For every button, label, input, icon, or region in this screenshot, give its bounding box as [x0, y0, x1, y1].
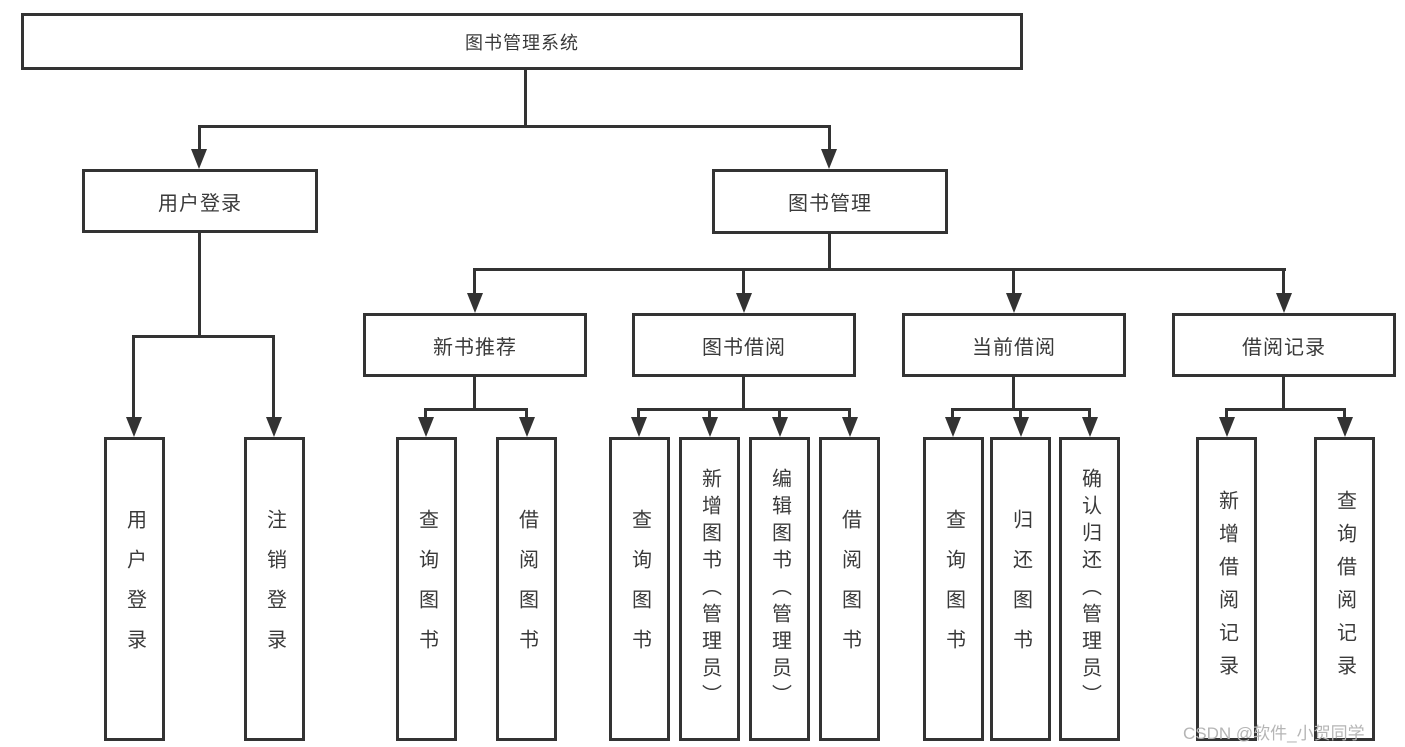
- leaf-label: 新增图书（管理员）: [698, 467, 721, 711]
- arrowhead-to-current-borrow: [1006, 293, 1022, 313]
- node-label: 图书借阅: [702, 336, 786, 359]
- node-book-management: 图书管理: [712, 169, 948, 234]
- arrowhead-to-bookborrow-borrow: [842, 417, 858, 437]
- arrowhead-to-current-return: [1013, 417, 1029, 437]
- leaf-label: 确认归还（管理员）: [1078, 467, 1101, 711]
- connector-currentborrow-drop-1: [951, 408, 954, 422]
- connector-root-drop-right: [828, 125, 831, 154]
- connector-records-drop-2: [1343, 408, 1346, 422]
- arrowhead-to-records-add: [1219, 417, 1235, 437]
- csdn-watermark: CSDN @软件_小贺同学: [1183, 724, 1365, 743]
- leaf-records-query-record: 查询借阅记录: [1314, 437, 1375, 741]
- node-label: 图书管理: [788, 193, 872, 215]
- leaf-label: 用户登录: [123, 509, 146, 669]
- leaf-bookborrow-query-books: 查询图书: [609, 437, 670, 741]
- leaf-label: 查询图书: [942, 509, 965, 669]
- leaf-user-login: 用户登录: [104, 437, 165, 741]
- connector-bookmgmt-hline: [473, 268, 1286, 271]
- connector-bookborrow-drop-4: [848, 408, 851, 422]
- leaf-label: 查询借阅记录: [1333, 490, 1356, 688]
- arrowhead-to-book-borrow: [736, 293, 752, 313]
- connector-newbooks-hline: [424, 408, 528, 411]
- leaf-records-add-record: 新增借阅记录: [1196, 437, 1257, 741]
- connector-newbooks-stem: [473, 377, 476, 408]
- leaf-label: 注销登录: [263, 509, 286, 669]
- connector-records-drop-1: [1225, 408, 1228, 422]
- arrowhead-to-bookborrow-edit: [772, 417, 788, 437]
- connector-root-stem: [524, 70, 527, 126]
- node-root-library-system: 图书管理系统: [21, 13, 1023, 70]
- node-current-borrow: 当前借阅: [902, 313, 1126, 377]
- connector-bookborrow-hline: [637, 408, 851, 411]
- leaf-label: 编辑图书（管理员）: [768, 467, 791, 711]
- connector-bookborrow-drop-2: [708, 408, 711, 422]
- arrowhead-to-borrow-records: [1276, 293, 1292, 313]
- leaf-logout: 注销登录: [244, 437, 305, 741]
- leaf-bookborrow-edit-books-admin: 编辑图书（管理员）: [749, 437, 810, 741]
- connector-root-drop-left: [198, 125, 201, 154]
- leaf-label: 查询图书: [628, 509, 651, 669]
- arrowhead-to-leaf-user-login: [126, 417, 142, 437]
- node-label: 用户登录: [158, 192, 242, 215]
- connector-newbooks-drop-2: [525, 408, 528, 422]
- connector-bookmgmt-drop-1: [473, 268, 476, 296]
- connector-bookborrow-stem: [742, 377, 745, 408]
- leaf-bookborrow-add-books-admin: 新增图书（管理员）: [679, 437, 740, 741]
- connector-bookmgmt-drop-3: [1012, 268, 1015, 296]
- connector-userlogin-hline: [132, 335, 275, 338]
- connector-userlogin-drop-right: [272, 335, 275, 421]
- node-label: 图书管理系统: [465, 32, 579, 53]
- arrowhead-to-new-book-recommend: [467, 293, 483, 313]
- arrowhead-to-user-login: [191, 149, 207, 169]
- leaf-label: 新增借阅记录: [1215, 490, 1238, 688]
- connector-currentborrow-drop-2: [1019, 408, 1022, 422]
- connector-bookmgmt-stem: [828, 234, 831, 268]
- node-label: 借阅记录: [1242, 336, 1326, 359]
- leaf-label: 借阅图书: [838, 509, 861, 669]
- leaf-current-confirm-return-admin: 确认归还（管理员）: [1059, 437, 1120, 741]
- leaf-label: 查询图书: [415, 509, 438, 669]
- arrowhead-to-records-query: [1337, 417, 1353, 437]
- node-borrow-records: 借阅记录: [1172, 313, 1396, 377]
- connector-bookmgmt-drop-4: [1282, 268, 1285, 296]
- connector-currentborrow-stem: [1012, 377, 1015, 408]
- arrowhead-to-bookborrow-query: [631, 417, 647, 437]
- connector-bookmgmt-drop-2: [742, 268, 745, 296]
- connector-records-hline: [1225, 408, 1346, 411]
- arrowhead-to-leaf-logout: [266, 417, 282, 437]
- leaf-label: 归还图书: [1009, 509, 1032, 669]
- connector-bookborrow-drop-3: [778, 408, 781, 422]
- arrowhead-to-newbooks-borrow: [519, 417, 535, 437]
- connector-newbooks-drop-1: [424, 408, 427, 422]
- connector-root-hline: [198, 125, 831, 128]
- leaf-current-query-books: 查询图书: [923, 437, 984, 741]
- leaf-current-return-books: 归还图书: [990, 437, 1051, 741]
- arrowhead-to-current-query: [945, 417, 961, 437]
- leaf-newbooks-borrow-books: 借阅图书: [496, 437, 557, 741]
- node-new-book-recommend: 新书推荐: [363, 313, 587, 377]
- node-label: 新书推荐: [433, 336, 517, 359]
- leaf-label: 借阅图书: [515, 509, 538, 669]
- connector-bookborrow-drop-1: [637, 408, 640, 422]
- arrowhead-to-current-confirm: [1082, 417, 1098, 437]
- arrowhead-to-book-management: [821, 149, 837, 169]
- connector-records-stem: [1282, 377, 1285, 408]
- arrowhead-to-bookborrow-add: [702, 417, 718, 437]
- node-user-login: 用户登录: [82, 169, 318, 233]
- connector-currentborrow-drop-3: [1088, 408, 1091, 422]
- leaf-newbooks-query-books: 查询图书: [396, 437, 457, 741]
- node-book-borrow: 图书借阅: [632, 313, 856, 377]
- node-label: 当前借阅: [972, 336, 1056, 359]
- arrowhead-to-newbooks-query: [418, 417, 434, 437]
- connector-userlogin-drop-left: [132, 335, 135, 421]
- leaf-bookborrow-borrow-books: 借阅图书: [819, 437, 880, 741]
- connector-userlogin-stem: [198, 233, 201, 335]
